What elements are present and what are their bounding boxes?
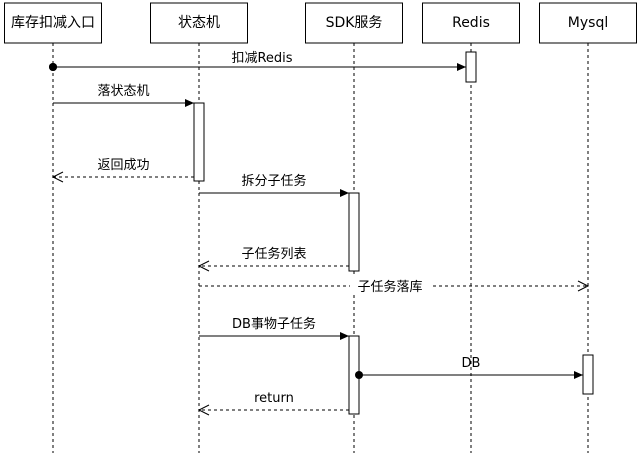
message-4[interactable]: 拆分子任务 xyxy=(199,173,349,197)
message-2[interactable]: 落状态机 xyxy=(53,84,194,107)
message-label: 子任务列表 xyxy=(241,246,306,262)
activation-bar-mysql xyxy=(582,354,594,395)
message-5[interactable]: 子任务列表 xyxy=(197,246,349,272)
open-arrowhead-icon xyxy=(197,404,210,416)
participant-label: Redis xyxy=(452,15,490,31)
message-start-dot-icon xyxy=(355,371,363,379)
message-8[interactable]: DB xyxy=(350,356,583,379)
participant-fsm[interactable]: 状态机 xyxy=(150,2,248,44)
message-label: 子任务落库 xyxy=(357,279,422,295)
open-arrowhead-icon xyxy=(197,260,210,272)
message-label: return xyxy=(254,391,294,406)
participant-label: 库存扣减入口 xyxy=(11,15,95,31)
participant-label: 状态机 xyxy=(178,15,220,31)
participant-label: SDK服务 xyxy=(326,15,383,31)
message-3[interactable]: 返回成功 xyxy=(51,158,194,183)
participant-box xyxy=(539,2,637,44)
open-arrowhead-icon xyxy=(577,280,590,292)
open-arrowhead-icon xyxy=(51,171,64,183)
label-bg xyxy=(350,277,430,294)
message-start-dot-icon xyxy=(49,63,57,71)
participant-entry[interactable]: 库存扣减入口 xyxy=(4,2,102,44)
participant-label: Mysql xyxy=(568,15,608,31)
activation-bar-fsm xyxy=(193,102,205,182)
message-label: 返回成功 xyxy=(97,158,149,173)
participant-sdk[interactable]: SDK服务 xyxy=(305,2,403,44)
participant-mysql[interactable]: Mysql xyxy=(539,2,637,44)
participant-box xyxy=(150,2,248,44)
message-label: 拆分子任务 xyxy=(241,173,306,189)
participant-box xyxy=(4,2,102,44)
message-9[interactable]: return xyxy=(197,391,349,416)
participant-box xyxy=(422,2,520,44)
message-6[interactable]: 子任务落库 xyxy=(199,277,590,295)
message-label: DB xyxy=(462,356,481,371)
message-1[interactable]: 扣减Redis xyxy=(49,51,466,71)
message-7[interactable]: DB事物子任务 xyxy=(199,316,349,340)
participant-box xyxy=(305,2,403,44)
message-label: 落状态机 xyxy=(97,84,149,99)
message-label: DB事物子任务 xyxy=(232,316,316,332)
participant-redis[interactable]: Redis xyxy=(422,2,520,44)
message-label: 扣减Redis xyxy=(231,51,292,66)
activation-bar-sdk xyxy=(348,192,360,272)
activation-bar-redis xyxy=(465,51,477,83)
